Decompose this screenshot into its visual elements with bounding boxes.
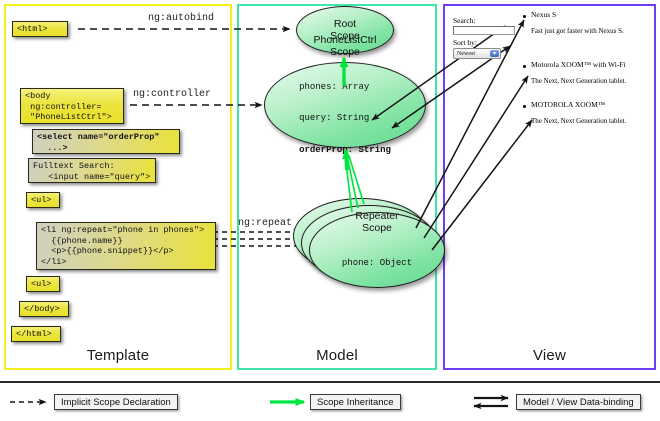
- scope-prop-phone: phone: Object: [341, 258, 413, 269]
- template-box-html-open[interactable]: <html>: [12, 21, 68, 37]
- scope-phonelistctrl-props: phones: Array query: String orderProp: S…: [299, 61, 391, 177]
- scope-root-title-1: Root: [333, 18, 357, 30]
- scope-phonelistctrl-title-2: Scope: [330, 45, 360, 58]
- scope-root-title-2: Scope: [330, 30, 360, 42]
- legend-label-implicit-scope-declaration: Implicit Scope Declaration: [54, 394, 178, 410]
- scope-repeater-props: phone: Object: [342, 237, 412, 290]
- phone-snippet-wrap: Fast just got faster with Nexus S.: [531, 27, 624, 36]
- template-box-li-repeat[interactable]: <li ng:repeat="phone in phones"> {{phone…: [36, 222, 216, 270]
- template-box-body-open[interactable]: <body ng:controller= "PhoneListCtrl">: [20, 88, 124, 124]
- phone-name: Nexus S: [531, 10, 557, 19]
- template-box-select[interactable]: <select name="orderProp" ...>: [32, 129, 180, 154]
- list-item[interactable]: MOTOROLA XOOM™: [531, 100, 605, 109]
- edge-label-autobind: ng:autobind: [148, 13, 215, 24]
- list-item[interactable]: Motorola XOOM™ with Wi-Fi: [531, 60, 626, 69]
- template-box-html-close[interactable]: </html>: [11, 326, 61, 342]
- template-box-body-close[interactable]: </body>: [19, 301, 69, 317]
- list-item[interactable]: Nexus S: [531, 10, 556, 19]
- legend-label-model-view-data-binding: Model / View Data-binding: [516, 394, 641, 410]
- phone-snippet: Fast just got faster with Nexus S.: [531, 27, 624, 35]
- scope-prop-orderprop: orderProp: String: [299, 144, 391, 155]
- template-box-ul-close[interactable]: <ul>: [26, 276, 60, 292]
- legend-divider: [0, 381, 660, 383]
- phone-snippet-wrap: The Next, Next Generation tablet.: [531, 117, 626, 126]
- template-box-fulltext-search[interactable]: Fulltext Search: <input name="query">: [28, 158, 156, 183]
- phone-snippet-wrap: The Next, Next Generation tablet.: [531, 77, 626, 86]
- scope-phonelistctrl-title-1: PhoneListCtrl: [313, 33, 377, 46]
- phone-name: Motorola XOOM™ with Wi-Fi: [531, 60, 626, 69]
- edge-label-repeat: ng:repeat: [238, 218, 293, 229]
- phone-snippet: The Next, Next Generation tablet.: [531, 77, 627, 85]
- scope-prop-query: query: String: [299, 113, 370, 124]
- edge-label-controller: ng:controller: [133, 89, 212, 100]
- panel-model-label: Model: [316, 347, 358, 364]
- panel-view-label: View: [532, 347, 567, 364]
- panel-template-label: Template: [86, 347, 150, 364]
- scope-repeater-title-1: Repeater: [355, 210, 399, 223]
- template-box-ul-open[interactable]: <ul>: [26, 192, 60, 208]
- scope-repeater-title-2: Scope: [362, 222, 392, 235]
- scope-prop-phones: phones: Array: [299, 81, 370, 92]
- phone-name: MOTOROLA XOOM™: [531, 100, 606, 109]
- legend-label-scope-inheritance: Scope Inheritance: [310, 394, 401, 410]
- scope-root[interactable]: Root Scope: [296, 6, 394, 54]
- list-bullet: [523, 15, 526, 18]
- phone-snippet: The Next, Next Generation tablet.: [531, 117, 627, 125]
